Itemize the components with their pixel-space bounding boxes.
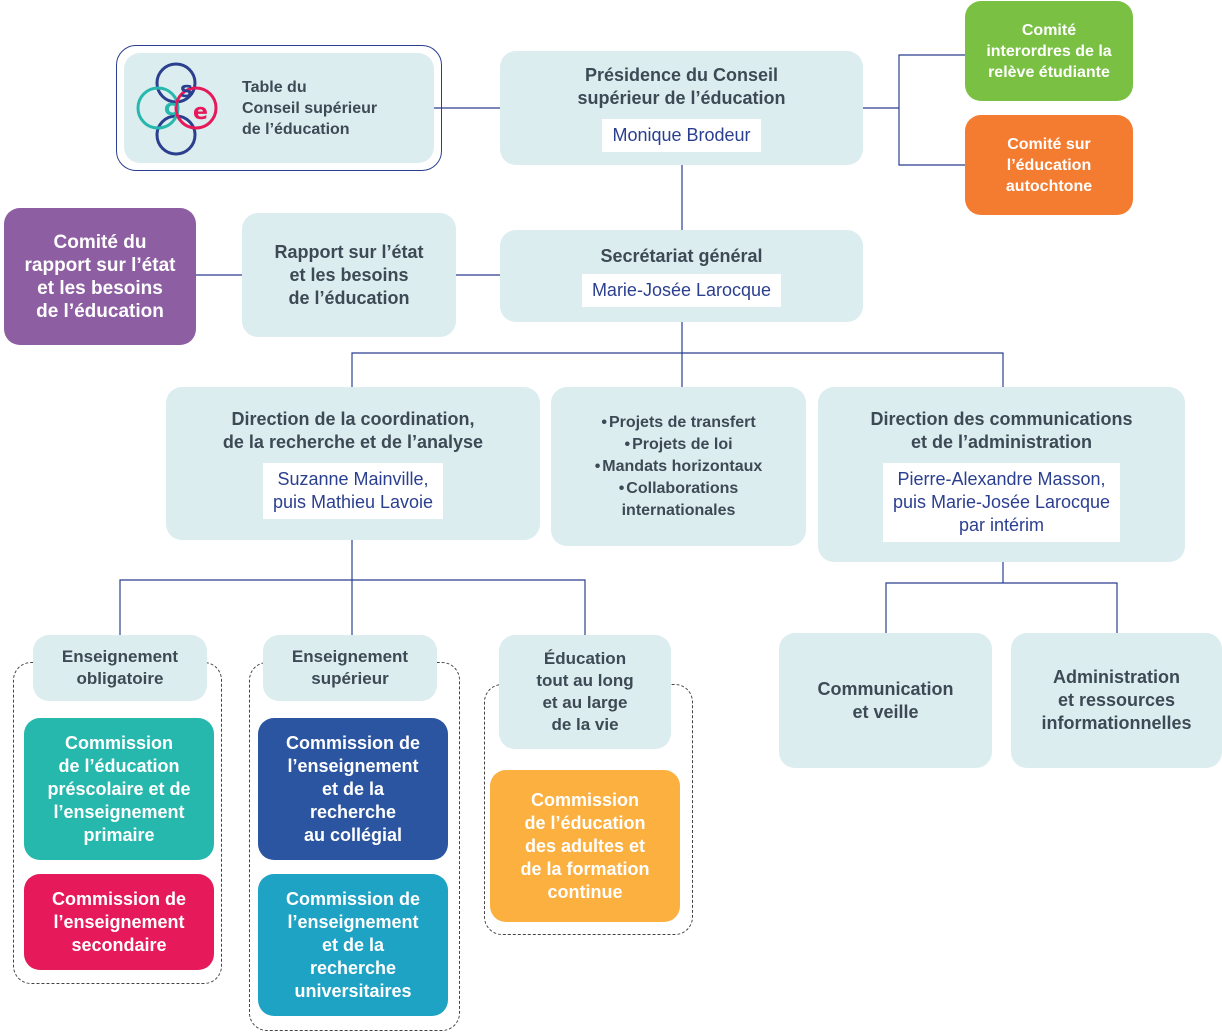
comite-autochtone-title: Comité sur l’éducation autochtone <box>1005 135 1093 195</box>
rapport-title: Rapport sur l’état et les besoins de l’é… <box>274 241 424 308</box>
direction-coordination-box: Direction de la coordination, de la rech… <box>166 387 540 540</box>
direction-coordination-title: Direction de la coordination, de la rech… <box>222 409 484 452</box>
enseignement-obligatoire-box: Enseignement obligatoire <box>33 635 207 701</box>
projets-item: Projets de transfert <box>595 412 763 434</box>
commission-secondaire-box: Commission de l’enseignement secondaire <box>24 874 214 970</box>
table-title: Table du Conseil supérieur de l’éducatio… <box>242 78 378 138</box>
projets-item: Projets de loi <box>595 434 763 456</box>
commission-prescolaire-box: Commission de l’éducation préscolaire et… <box>24 718 214 860</box>
comite-rapport-title: Comité du rapport sur l’état et les beso… <box>24 231 176 322</box>
commission-collegial-box: Commission de l’enseignement et de la re… <box>258 718 448 860</box>
direction-communications-box: Direction des communications et de l’adm… <box>818 387 1185 562</box>
commission-universitaire-box: Commission de l’enseignement et de la re… <box>258 874 448 1016</box>
commission-secondaire-title: Commission de l’enseignement secondaire <box>51 888 187 955</box>
communication-box: Communication et veille <box>779 633 992 768</box>
administration-box: Administration et ressources information… <box>1011 633 1222 768</box>
table-outer-frame <box>116 45 442 171</box>
secretariat-box: Secrétariat général Marie-Josée Larocque <box>500 230 863 322</box>
projets-item: Mandats horizontaux <box>595 456 762 478</box>
projets-box: Projets de transfert Projets de loi Mand… <box>551 387 806 546</box>
secretariat-name: Marie-Josée Larocque <box>581 274 782 307</box>
education-vie-box: Éducation tout au long et au large de la… <box>499 635 671 749</box>
presidence-box: Présidence du Conseil supérieur de l’édu… <box>500 51 863 165</box>
logo-letter-c: c <box>164 96 177 121</box>
administration-title: Administration et ressources information… <box>1041 667 1192 733</box>
logo-letter-e: e <box>193 100 208 125</box>
secretariat-title: Secrétariat général <box>600 246 763 266</box>
commission-adultes-box: Commission de l’éducation des adultes et… <box>490 770 680 922</box>
comite-releve-title: Comité interordres de la relève étudiant… <box>986 21 1112 81</box>
presidence-name: Monique Brodeur <box>602 119 761 152</box>
enseignement-superieur-title: Enseignement supérieur <box>291 647 409 688</box>
cse-logo-icon: c s e <box>136 62 218 156</box>
table-box: c s e Table du Conseil supérieur de l’éd… <box>124 53 434 163</box>
communication-title: Communication et veille <box>817 678 954 722</box>
commission-universitaire-title: Commission de l’enseignement et de la re… <box>285 888 421 1001</box>
comite-autochtone-box: Comité sur l’éducation autochtone <box>965 115 1133 215</box>
logo-letter-s: s <box>180 78 193 103</box>
education-vie-title: Éducation tout au long et au large de la… <box>536 649 634 734</box>
direction-coordination-name: Suzanne Mainville, puis Mathieu Lavoie <box>262 463 444 519</box>
rapport-box: Rapport sur l’état et les besoins de l’é… <box>242 213 456 337</box>
direction-communications-title: Direction des communications et de l’adm… <box>870 408 1133 452</box>
commission-adultes-title: Commission de l’éducation des adultes et… <box>520 789 650 902</box>
projets-item: Collaborations internationales <box>595 478 763 522</box>
commission-collegial-title: Commission de l’enseignement et de la re… <box>285 732 421 845</box>
enseignement-obligatoire-title: Enseignement obligatoire <box>61 647 179 688</box>
enseignement-superieur-box: Enseignement supérieur <box>263 635 437 701</box>
direction-communications-name: Pierre-Alexandre Masson, puis Marie-José… <box>882 462 1121 542</box>
presidence-title: Présidence du Conseil supérieur de l’édu… <box>577 65 786 108</box>
projets-list: Projets de transfert Projets de loi Mand… <box>595 412 763 522</box>
comite-releve-box: Comité interordres de la relève étudiant… <box>965 1 1133 101</box>
comite-rapport-box: Comité du rapport sur l’état et les beso… <box>4 208 196 345</box>
commission-prescolaire-title: Commission de l’éducation préscolaire et… <box>47 732 191 845</box>
